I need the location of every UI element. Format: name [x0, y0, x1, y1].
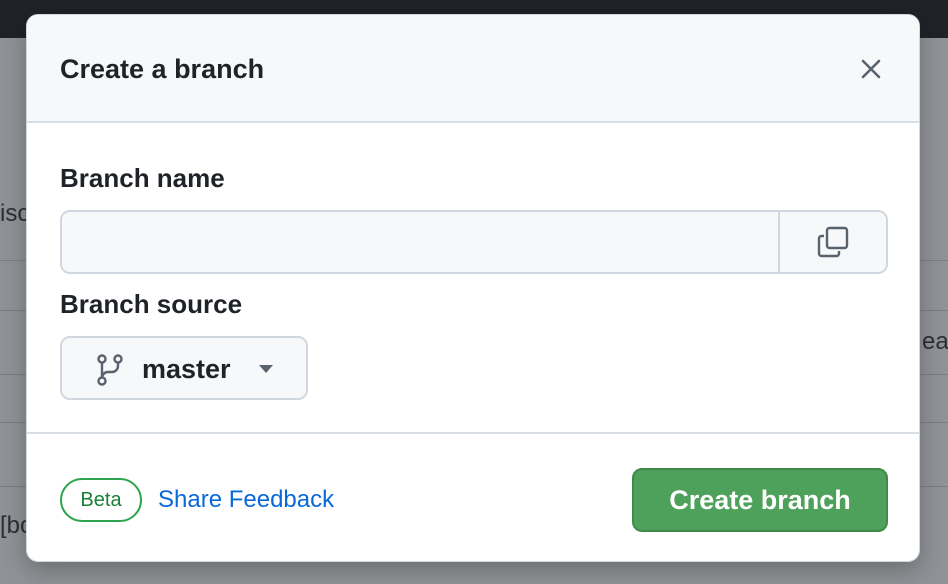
beta-badge: Beta — [60, 478, 142, 522]
triangle-down-icon — [259, 365, 273, 373]
close-button[interactable] — [853, 51, 889, 87]
dialog-title: Create a branch — [60, 54, 265, 84]
background-text-fragment: isc — [0, 200, 30, 227]
branch-source-label: Branch source — [60, 289, 243, 319]
background-text-fragment: ea — [922, 328, 948, 355]
branch-name-field-group — [60, 210, 888, 274]
share-feedback-link[interactable]: Share Feedback — [158, 486, 335, 513]
dialog-footer: Beta Share Feedback Create branch — [27, 432, 919, 561]
git-branch-icon — [97, 354, 123, 386]
selected-branch-name: master — [142, 354, 231, 384]
copy-icon — [817, 226, 849, 258]
copy-button[interactable] — [778, 212, 886, 272]
branch-name-label: Branch name — [60, 163, 225, 193]
create-branch-button[interactable]: Create branch — [632, 468, 888, 532]
branch-name-input[interactable] — [62, 212, 778, 272]
dialog-header: Create a branch — [27, 15, 919, 123]
branch-source-dropdown[interactable]: master — [60, 336, 308, 400]
x-icon — [861, 59, 881, 79]
create-branch-dialog: Create a branch Branch name Branch sourc… — [26, 14, 920, 562]
